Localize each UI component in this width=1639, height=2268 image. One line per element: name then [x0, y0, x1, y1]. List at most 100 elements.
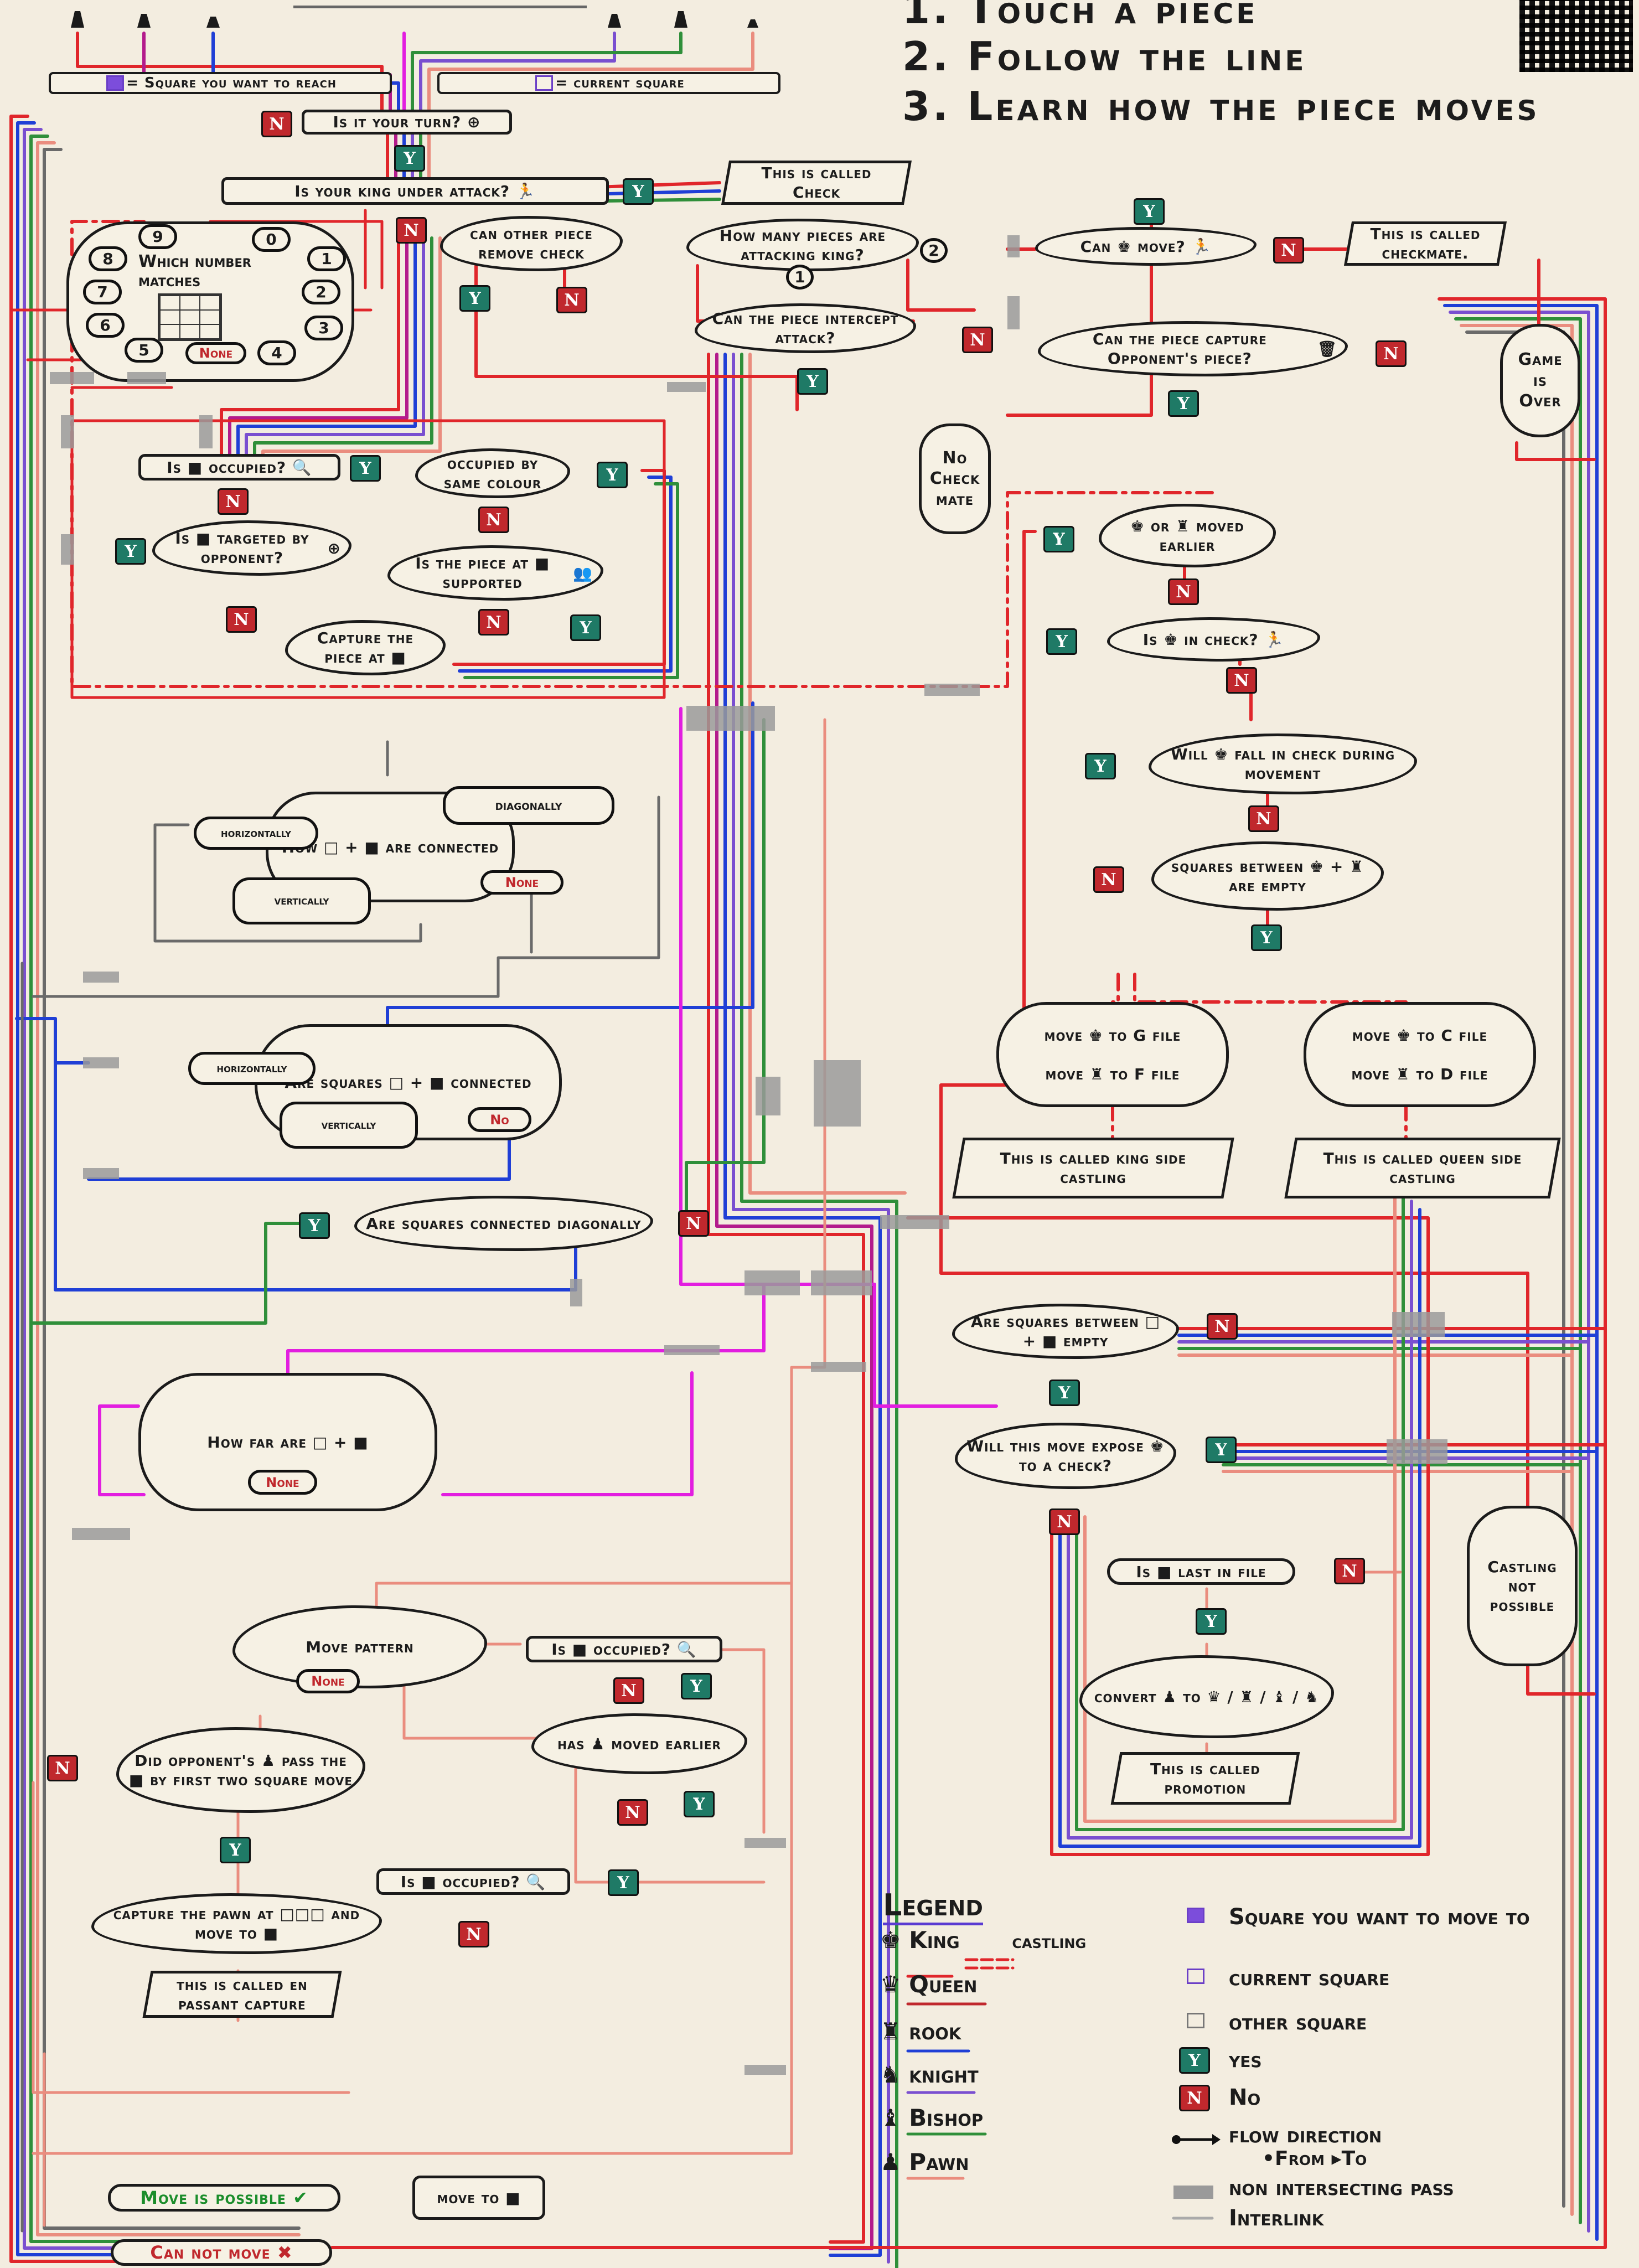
no-badge[interactable]: N [617, 1799, 648, 1826]
no-badge[interactable]: N [1207, 1313, 1238, 1340]
squares-empty-question[interactable]: squares between ♚ + ♜ are empty [1151, 841, 1384, 911]
no-badge[interactable]: N [261, 111, 292, 137]
capture-opponent-question[interactable]: Can the piece capture Opponent's piece? … [1038, 321, 1348, 376]
your-turn-question[interactable]: Is it your turn? ⊕ [302, 110, 512, 135]
capture-piece-action[interactable]: Capture the piece at ■ [285, 620, 446, 675]
dial-9[interactable]: 9 [138, 224, 177, 249]
dial-8[interactable]: 8 [89, 246, 127, 271]
yes-badge[interactable]: Y [597, 462, 628, 488]
vertically-option[interactable]: vertically [280, 1102, 418, 1149]
yes-badge[interactable]: Y [797, 368, 828, 395]
dial-2[interactable]: 2 [302, 280, 340, 304]
queenside-result: This is called queen side castling [1284, 1138, 1561, 1198]
yes-badge[interactable]: Y [681, 1673, 712, 1699]
dial-4[interactable]: 4 [257, 340, 296, 365]
yes-badge[interactable]: Y [459, 285, 490, 312]
pawn-occupied-question[interactable]: Is ■ occupied? 🔍 [526, 1636, 722, 1662]
supported-question[interactable]: Is the piece at ■ supported 👥 [387, 545, 603, 601]
step-2: 2. Follow the line [902, 33, 1307, 80]
convert-pawn-action[interactable]: convert ♟ to ♛ / ♜ / ♝ / ♞ [1079, 1655, 1334, 1738]
how-far-question[interactable]: How far are □ + ■ [138, 1373, 437, 1511]
last-in-file-question[interactable]: Is ■ last in file [1107, 1558, 1295, 1585]
none-option[interactable]: None [248, 1470, 317, 1495]
yes-badge[interactable]: Y [1043, 526, 1074, 552]
yes-badge[interactable]: Y [299, 1212, 330, 1239]
capture-pawn-action[interactable]: capture the pawn at □□□ and move to ■ [91, 1893, 382, 1954]
no-badge[interactable]: N [1168, 578, 1199, 605]
no-option[interactable]: No [468, 1107, 531, 1132]
no-badge[interactable]: N [478, 609, 509, 636]
no-badge[interactable]: N [1334, 1558, 1365, 1584]
en-passant-question[interactable]: Did opponent's ♟ pass the ■ by first two… [116, 1727, 365, 1813]
count-1[interactable]: 1 [786, 265, 814, 290]
dial-7[interactable]: 7 [83, 280, 122, 304]
no-badge[interactable]: N [478, 507, 509, 533]
no-badge[interactable]: N [47, 1755, 78, 1781]
no-badge[interactable]: N [226, 606, 257, 633]
no-badge[interactable]: N [1226, 667, 1257, 694]
no-badge[interactable]: N [1049, 1508, 1080, 1535]
other-piece-question[interactable]: can other piece remove check [440, 216, 623, 271]
dial-none[interactable]: None [185, 342, 246, 364]
no-badge[interactable]: N [1093, 866, 1124, 893]
pawn-occupied-question-2[interactable]: Is ■ occupied? 🔍 [376, 1868, 570, 1895]
yes-badge[interactable]: Y [1134, 198, 1165, 225]
no-badge[interactable]: N [1248, 805, 1279, 832]
targeted-question[interactable]: Is ■ targeted by opponent? ⊕ [152, 520, 351, 576]
no-badge[interactable]: N [678, 1210, 709, 1237]
dial-6[interactable]: 6 [86, 313, 125, 338]
legend-pieces: ♚ King castling ♛ Queen ♜ rook ♞ knight … [880, 1926, 1168, 2193]
squares-between-empty-question[interactable]: Are squares between □ + ■ empty [952, 1304, 1179, 1359]
king-in-check-question[interactable]: Is ♚ in check? 🏃 [1107, 617, 1320, 662]
yes-badge[interactable]: Y [1049, 1380, 1080, 1406]
horizontally-option[interactable]: horizontally [188, 1052, 316, 1085]
yes-badge[interactable]: Y [684, 1791, 715, 1817]
none-option[interactable]: None [480, 870, 563, 895]
yes-badge[interactable]: Y [1251, 924, 1282, 951]
none-option[interactable]: None [296, 1669, 360, 1693]
dial-3[interactable]: 3 [304, 316, 343, 340]
yes-badge[interactable]: Y [1085, 753, 1116, 779]
dial-0[interactable]: 0 [252, 227, 291, 252]
count-2[interactable]: 2 [920, 238, 948, 263]
yes-badge[interactable]: Y [623, 178, 654, 205]
yes-badge[interactable]: Y [608, 1869, 639, 1896]
can-king-move-question[interactable]: Can ♚ move? 🏃 [1035, 227, 1257, 266]
no-badge[interactable]: N [1376, 340, 1407, 367]
has-moved-question[interactable]: has ♟ moved earlier [531, 1713, 747, 1774]
yes-badge[interactable]: Y [570, 614, 601, 641]
diagonally-option[interactable]: diagonally [443, 786, 614, 825]
yes-badge[interactable]: Y [1196, 1608, 1227, 1635]
no-badge[interactable]: N [458, 1921, 489, 1947]
yes-badge[interactable]: Y [220, 1837, 251, 1863]
yes-badge[interactable]: Y [350, 455, 381, 482]
no-badge[interactable]: N [1273, 237, 1304, 264]
no-badge[interactable]: N [218, 488, 249, 515]
yes-badge[interactable]: Y [1168, 390, 1199, 417]
intercept-question[interactable]: Can the piece intercept attack? [695, 303, 916, 353]
yes-badge[interactable]: Y [1206, 1437, 1237, 1463]
connected-diagonally-question[interactable]: Are squares connected diagonally [354, 1196, 653, 1251]
vertically-option[interactable]: vertically [232, 877, 371, 924]
expose-check-question[interactable]: Will this move expose ♚ to a check? [955, 1423, 1176, 1489]
horizontally-option[interactable]: horizontally [194, 817, 318, 850]
king-rook-moved-question[interactable]: ♚ or ♜ moved earlier [1099, 504, 1276, 567]
king-attack-question[interactable]: Is your king under attack? 🏃 [221, 177, 609, 205]
fall-in-check-question[interactable]: Will ♚ fall in check during movement [1149, 733, 1417, 794]
same-colour-question[interactable]: occupied by same colour [415, 448, 570, 498]
yes-badge[interactable]: Y [115, 538, 146, 565]
dial-5[interactable]: 5 [125, 338, 163, 363]
yes-badge[interactable]: Y [394, 145, 425, 172]
no-badge[interactable]: N [396, 217, 427, 244]
no-badge[interactable]: N [556, 287, 587, 313]
dial-1[interactable]: 1 [307, 246, 346, 271]
no-badge[interactable]: N [613, 1677, 644, 1704]
occupied-question[interactable]: Is ■ occupied? 🔍 [138, 454, 340, 481]
yes-badge[interactable]: Y [1046, 628, 1077, 655]
move-pattern-question[interactable]: Move pattern [232, 1605, 487, 1688]
move-to-action[interactable]: move to ■ [412, 2176, 545, 2220]
no-badge[interactable]: N [962, 327, 993, 353]
how-many-question[interactable]: How many pieces are attacking king? [686, 219, 919, 271]
